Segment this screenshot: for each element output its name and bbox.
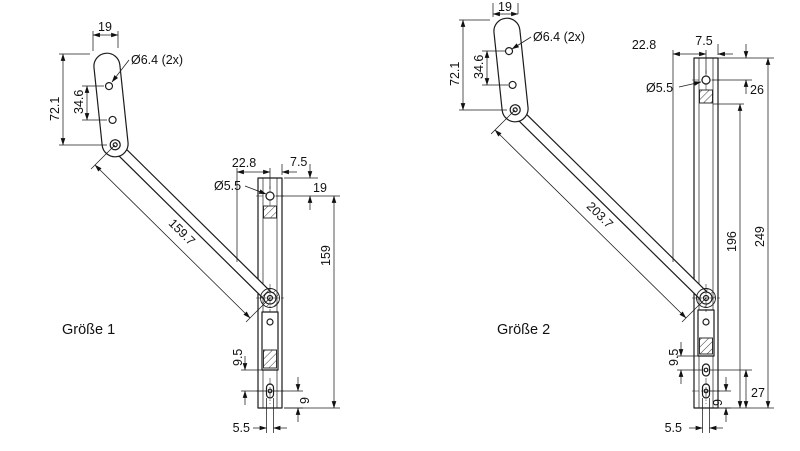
- dimensions-size2: 19 Ø6.4 (2x) 34.6 72.1 203.7 22.8: [448, 0, 774, 435]
- dim-rail-edge-1: 7.5: [290, 155, 307, 169]
- plate-hole-2: [108, 115, 117, 125]
- dim-slot-width-1: 5.5: [233, 421, 250, 435]
- plate-hole-1: [104, 82, 114, 91]
- label-groesse-1: Größe 1: [62, 322, 115, 338]
- dim-rail-hole-top-1: 19: [313, 181, 327, 195]
- dim-slot-width-2: 5.5: [665, 421, 682, 435]
- dimensions-size1: 19 Ø6.4 (2x) 34.6 72.1 159.7 22.8: [48, 20, 340, 435]
- rail-top-hole-2: [701, 75, 711, 85]
- dim-rail-end-offset-1: 9: [298, 397, 312, 404]
- dim-plate-hole-spacing-1: 34.6: [72, 90, 86, 114]
- dim-rail-edge-2: 7.5: [695, 34, 712, 48]
- dim-plate-hole-callout-1: Ø6.4 (2x): [131, 53, 183, 67]
- dim-plate-width-2: 19: [498, 0, 512, 14]
- rail-clamp-block: [263, 205, 277, 219]
- dim-plate-hole-spacing-2: 34.6: [472, 55, 486, 79]
- figure-groesse-1: 19 Ø6.4 (2x) 34.6 72.1 159.7 22.8: [48, 20, 340, 435]
- rail-top-hole: [265, 191, 275, 201]
- dim-rail-length-2: 249: [753, 226, 767, 247]
- dim-rail-hole-callout-1: Ø5.5: [214, 179, 241, 193]
- rail-size2: [692, 57, 720, 409]
- dim-rail-offset-1: 22.8: [232, 156, 256, 170]
- rail-clamp-block-2: [699, 89, 713, 104]
- dim-slot-offset-2: 9.5: [667, 349, 681, 366]
- figure-groesse-2: 19 Ø6.4 (2x) 34.6 72.1 203.7 22.8: [448, 0, 774, 435]
- dim-rail-hole-callout-2: Ø5.5: [646, 81, 673, 95]
- dim-plate-hole-callout-2: Ø6.4 (2x): [533, 30, 585, 44]
- dim-rail-inner-length-2: 196: [725, 231, 739, 252]
- label-groesse-2: Größe 2: [497, 322, 550, 338]
- dim-rail-length-1: 159: [319, 245, 333, 266]
- dim-slot-end-offset-2: 27: [751, 386, 765, 400]
- plate-hole-2-2: [508, 80, 517, 90]
- dim-slot-offset-1: 9.5: [231, 349, 245, 366]
- dim-plate-width-1: 19: [98, 20, 112, 34]
- dim-rail-hole-top-2: 26: [750, 83, 764, 97]
- dim-plate-height-2: 72.1: [448, 62, 462, 86]
- dim-rail-end-offset-2: 9: [711, 399, 725, 406]
- dim-plate-height-1: 72.1: [48, 97, 62, 121]
- plate-hole-1-2: [504, 47, 514, 56]
- dim-rail-offset-2: 22.8: [632, 38, 656, 52]
